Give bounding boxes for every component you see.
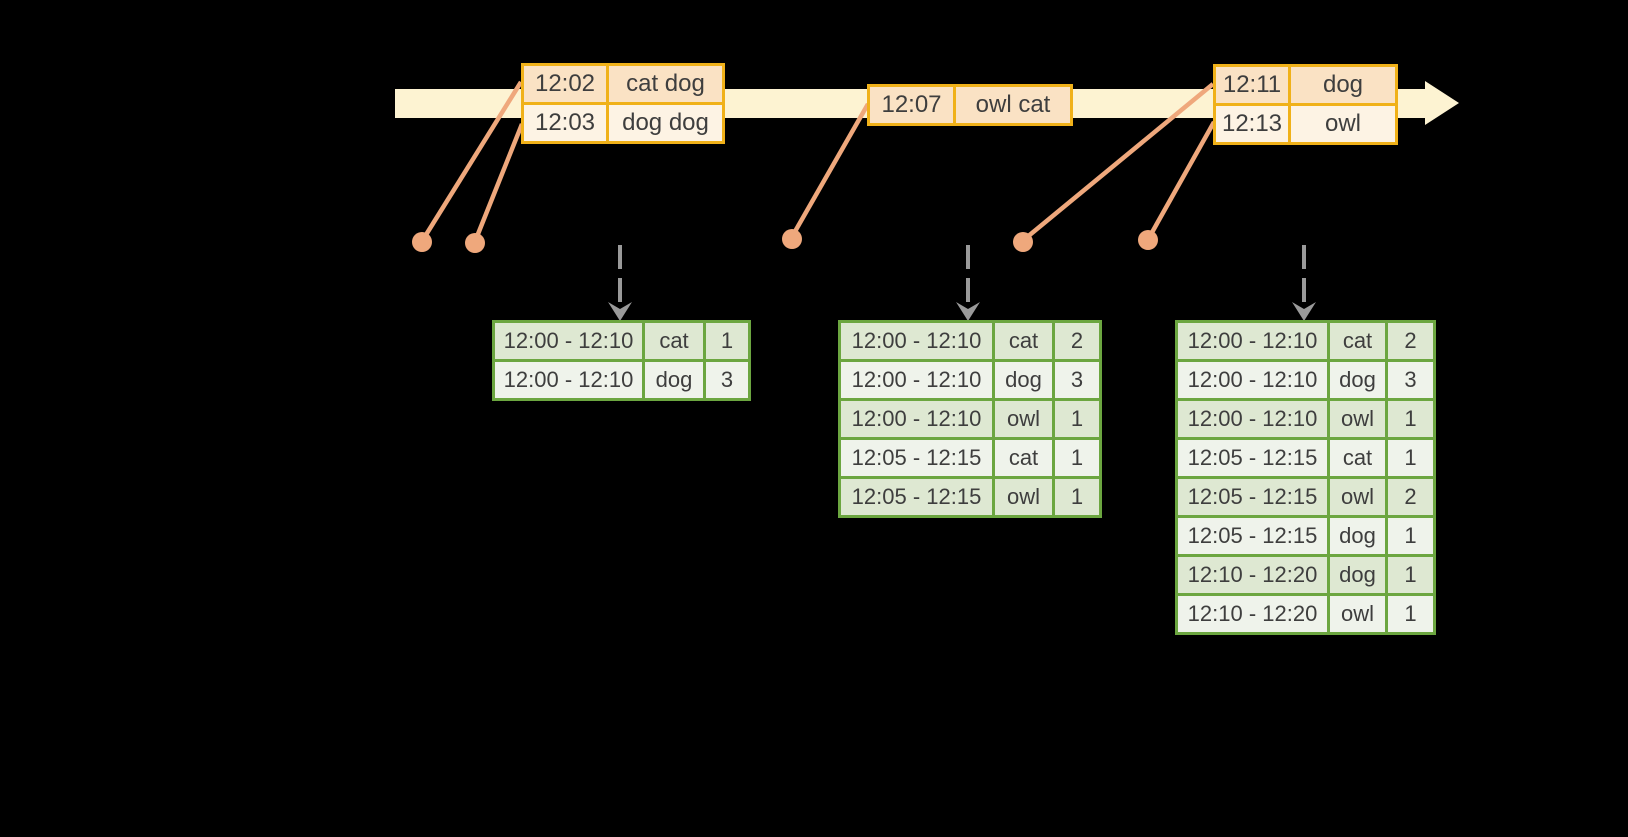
window-cell: 12:00 - 12:10 (838, 398, 995, 440)
window-cell: 12:05 - 12:15 (838, 437, 995, 479)
time-axis-arrowhead-icon (1425, 81, 1459, 125)
event-connector-line (791, 102, 870, 237)
events-cell: dog (1288, 64, 1398, 106)
time-cell: 12:03 (521, 102, 609, 144)
time-cell: 12:13 (1213, 103, 1291, 145)
window-cell: 12:00 - 12:10 (492, 320, 645, 362)
arrow-down-icon (956, 302, 980, 321)
arrow-down-icon (608, 302, 632, 321)
event-connector-line (422, 80, 523, 240)
events-cell: cat dog (606, 63, 725, 105)
key-cell: owl (1327, 398, 1388, 440)
events-cell: dog dog (606, 102, 725, 144)
key-cell: owl (992, 476, 1055, 518)
count-cell: 1 (703, 320, 751, 362)
event-marker-dot (1138, 230, 1158, 250)
key-cell: cat (642, 320, 706, 362)
key-cell: dog (1327, 554, 1388, 596)
window-cell: 12:05 - 12:15 (1175, 437, 1330, 479)
events-cell: owl (1288, 103, 1398, 145)
window-cell: 12:00 - 12:10 (838, 320, 995, 362)
key-cell: cat (992, 320, 1055, 362)
key-cell: owl (1327, 476, 1388, 518)
count-cell: 1 (1385, 398, 1436, 440)
window-cell: 12:00 - 12:10 (492, 359, 645, 401)
snapshot-arrow (956, 245, 980, 321)
count-cell: 3 (1385, 359, 1436, 401)
time-cell: 12:11 (1213, 64, 1291, 106)
key-cell: dog (1327, 515, 1388, 557)
event-marker-dot (465, 233, 485, 253)
count-cell: 3 (703, 359, 751, 401)
event-connector-line (1148, 120, 1216, 238)
window-cell: 12:05 - 12:15 (1175, 476, 1330, 518)
count-cell: 1 (1052, 437, 1102, 479)
event-marker-dot (412, 232, 432, 252)
window-cell: 12:00 - 12:10 (1175, 320, 1330, 362)
arrow-down-icon (1292, 302, 1316, 321)
count-cell: 3 (1052, 359, 1102, 401)
key-cell: cat (1327, 437, 1388, 479)
count-cell: 1 (1385, 515, 1436, 557)
count-cell: 1 (1385, 437, 1436, 479)
event-connector-line (473, 123, 525, 240)
event-marker-dot (1013, 232, 1033, 252)
key-cell: cat (1327, 320, 1388, 362)
window-cell: 12:10 - 12:20 (1175, 593, 1330, 635)
window-cell: 12:05 - 12:15 (1175, 515, 1330, 557)
snapshot-arrow (1292, 245, 1316, 321)
window-cell: 12:10 - 12:20 (1175, 554, 1330, 596)
count-cell: 1 (1385, 554, 1436, 596)
event-marker-dot (782, 229, 802, 249)
event-connector-line (1024, 82, 1215, 240)
window-cell: 12:00 - 12:10 (838, 359, 995, 401)
count-cell: 1 (1052, 476, 1102, 518)
key-cell: owl (1327, 593, 1388, 635)
key-cell: owl (992, 398, 1055, 440)
window-cell: 12:05 - 12:15 (838, 476, 995, 518)
time-cell: 12:07 (867, 84, 956, 126)
key-cell: cat (992, 437, 1055, 479)
count-cell: 2 (1052, 320, 1102, 362)
key-cell: dog (1327, 359, 1388, 401)
count-cell: 2 (1385, 320, 1436, 362)
window-cell: 12:00 - 12:10 (1175, 398, 1330, 440)
count-cell: 1 (1385, 593, 1436, 635)
window-cell: 12:00 - 12:10 (1175, 359, 1330, 401)
count-cell: 2 (1385, 476, 1436, 518)
count-cell: 1 (1052, 398, 1102, 440)
events-cell: owl cat (953, 84, 1073, 126)
key-cell: dog (642, 359, 706, 401)
key-cell: dog (992, 359, 1055, 401)
snapshot-arrow (608, 245, 632, 321)
time-cell: 12:02 (521, 63, 609, 105)
